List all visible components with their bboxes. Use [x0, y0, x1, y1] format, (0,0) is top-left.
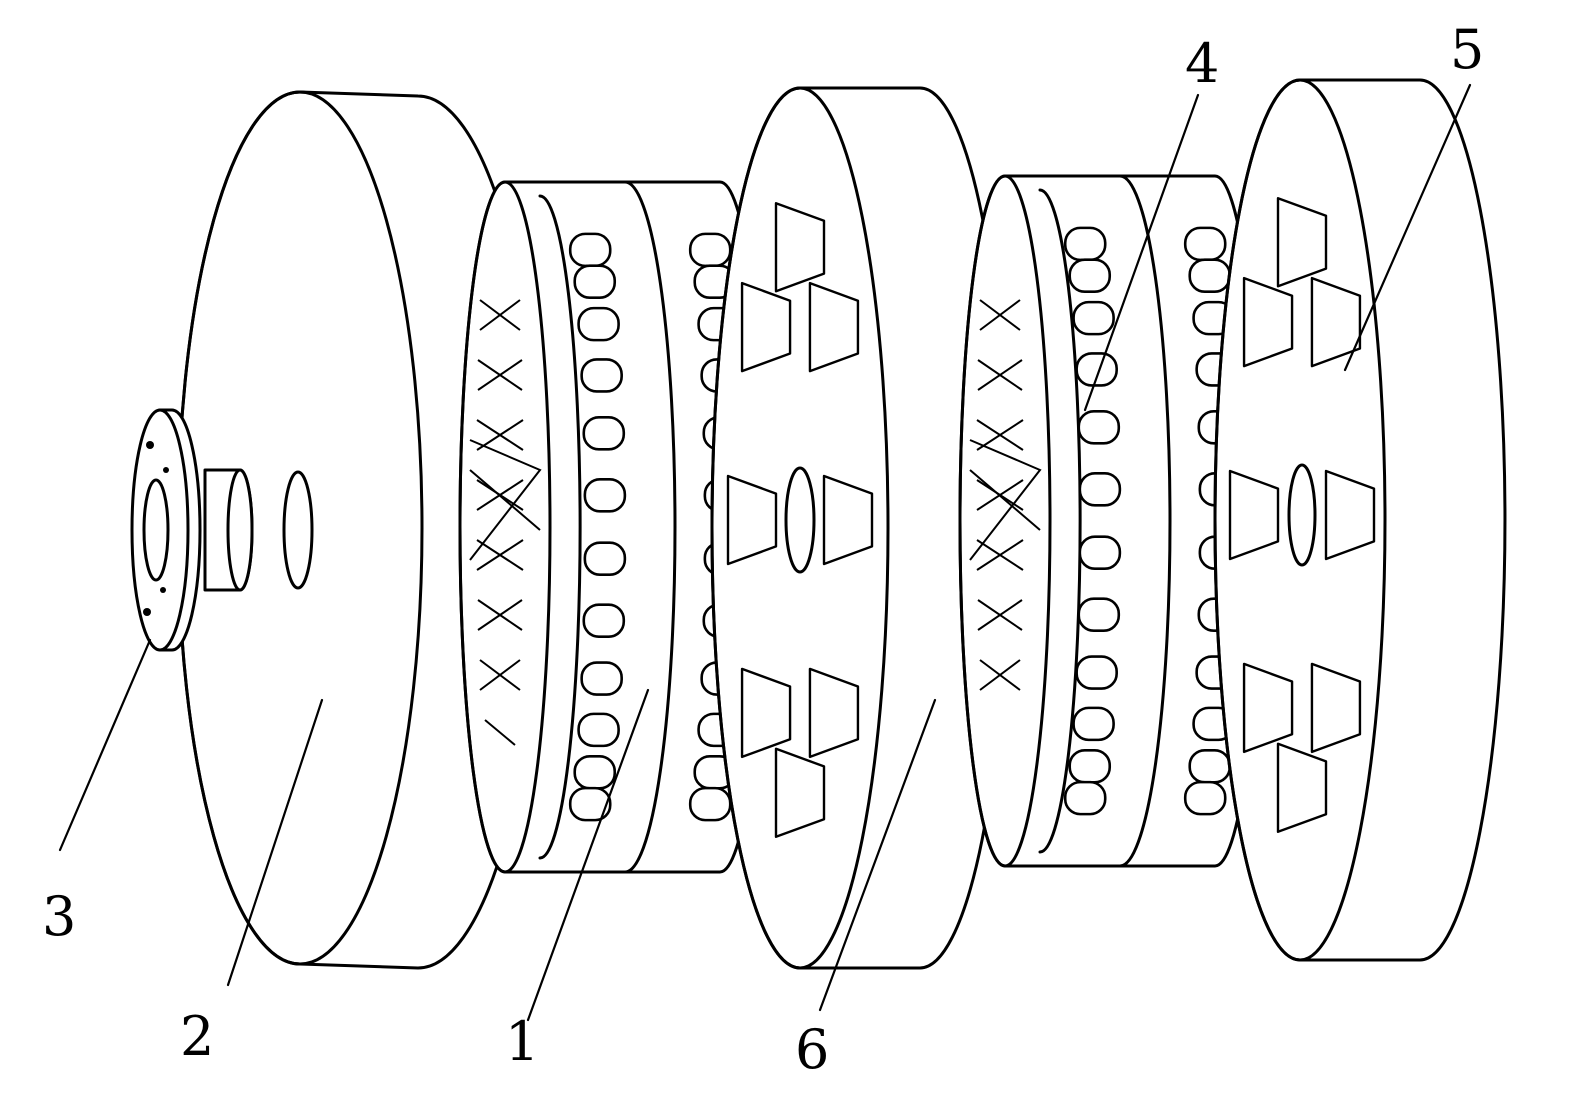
stator-slot: [1183, 780, 1227, 816]
magnet: [774, 747, 826, 838]
stator-slot: [1077, 410, 1121, 445]
magnets-6: [726, 202, 874, 838]
stator-slot: [1078, 535, 1122, 570]
stator-slot: [688, 232, 732, 268]
stator-slot: [583, 478, 627, 513]
magnet: [808, 281, 860, 373]
stator-slot: [1183, 226, 1227, 262]
magnet: [1276, 197, 1328, 288]
magnets-5: [1228, 197, 1376, 833]
stator-slot: [1072, 706, 1115, 742]
magnet: [1242, 276, 1294, 368]
magnet: [740, 667, 792, 759]
stator-slot: [573, 264, 617, 299]
magnet: [1310, 662, 1362, 754]
stator-slot: [1063, 226, 1107, 262]
leader-1: [526, 688, 650, 1022]
end-disc-2: [176, 90, 543, 970]
stator-slot: [1078, 472, 1122, 507]
magnet: [808, 667, 860, 759]
callout-labels: 3 2 1 6 4 5: [42, 18, 1484, 1081]
stator-slot: [580, 661, 623, 696]
label-6: 6: [795, 1018, 829, 1081]
leader-lines: [58, 83, 1472, 1022]
stator-slot: [582, 416, 626, 451]
stator-slot: [1188, 258, 1232, 293]
magnet: [740, 281, 792, 373]
magnet: [1228, 469, 1280, 561]
stator-slot: [1075, 352, 1118, 387]
magnet: [726, 474, 778, 566]
magnet: [1310, 276, 1362, 368]
leader-3: [58, 638, 152, 852]
magnet: [774, 202, 826, 293]
stator-slot: [1188, 749, 1232, 784]
center-hole: [784, 466, 816, 574]
stator-slots-4: [1063, 226, 1242, 816]
stator-slot: [688, 786, 732, 822]
leader-2: [226, 698, 324, 987]
label-4: 4: [1185, 32, 1219, 95]
center-hole: [1287, 463, 1317, 567]
center-hole: [282, 470, 314, 590]
stator-ring-4: [958, 174, 1262, 868]
stator-slot: [1068, 258, 1112, 293]
rotor-disc-6: [710, 86, 1010, 970]
stator-slot: [582, 603, 626, 638]
leader-6: [818, 698, 937, 1012]
stator-slot: [1077, 597, 1121, 632]
stator-slot: [580, 358, 623, 393]
magnet: [1242, 662, 1294, 754]
magnet: [1276, 742, 1328, 833]
magnet: [822, 474, 874, 566]
stator-slot: [568, 786, 612, 822]
stator-slot: [577, 306, 620, 342]
label-5: 5: [1450, 18, 1484, 81]
label-1: 1: [505, 1010, 539, 1073]
stator-slot: [1063, 780, 1107, 816]
stator-slot: [1072, 300, 1115, 336]
label-3: 3: [42, 885, 76, 948]
shaft-flange-3: [130, 408, 254, 652]
stator-slot: [1075, 655, 1118, 690]
leader-5: [1343, 83, 1472, 372]
rotor-disc-5: [1213, 78, 1507, 962]
leader-4: [1083, 93, 1200, 412]
stator-slot: [1068, 749, 1112, 784]
label-2: 2: [180, 1005, 214, 1068]
stator-slot: [568, 232, 612, 268]
stator-slot: [577, 712, 620, 748]
magnet: [1324, 469, 1376, 561]
stator-slot: [573, 755, 617, 790]
stator-slot: [583, 541, 627, 576]
